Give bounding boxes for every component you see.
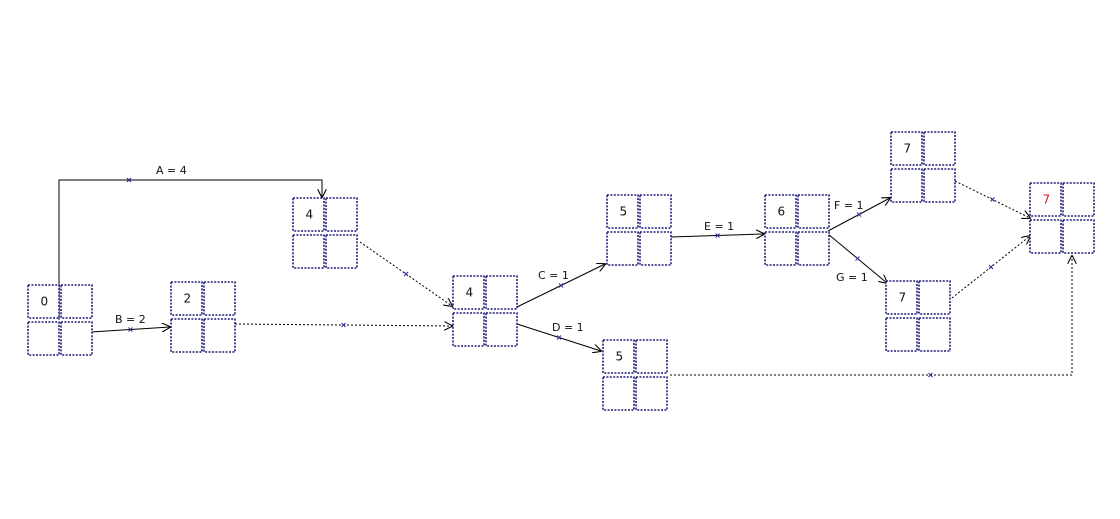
- node-n5a: 5: [606, 194, 672, 266]
- node-cell: [639, 194, 672, 229]
- activity-tick-a: [126, 177, 132, 183]
- edges-layer: A = 4 B = 2 C = 1 D = 1 E = 1 F = 1 G = 1: [58, 164, 1072, 378]
- activity-tick-d: [556, 335, 562, 340]
- node-cell-earliest: [885, 280, 918, 315]
- node-cell: [27, 321, 60, 356]
- dummy-tick: [990, 197, 995, 202]
- activity-label-a: A = 4: [156, 164, 187, 177]
- node-cell-earliest: [606, 194, 639, 229]
- node-n5b: 5: [602, 339, 668, 411]
- node-value: 4: [466, 286, 474, 300]
- node-cell-earliest: [292, 197, 325, 232]
- node-cell-earliest: [890, 131, 923, 166]
- node-cell: [918, 317, 951, 352]
- activity-tick-f: [856, 212, 862, 217]
- dummy-tick: [403, 271, 409, 277]
- node-cell: [797, 194, 830, 229]
- node-cell-earliest: [170, 281, 203, 316]
- node-cell: [203, 281, 236, 316]
- node-cell: [60, 284, 93, 319]
- node-cell: [602, 376, 635, 411]
- activity-label-c: C = 1: [538, 269, 569, 282]
- activity-tick-g: [855, 256, 860, 261]
- node-value: 7: [904, 142, 912, 156]
- node-value: 5: [616, 350, 624, 364]
- activity-label-d: D = 1: [552, 321, 584, 334]
- node-cell-earliest: [1029, 182, 1062, 217]
- activity-tick-e: [715, 233, 720, 238]
- activity-tick-b: [128, 327, 133, 332]
- node-value: 6: [778, 205, 786, 219]
- node-n2: 2: [170, 281, 236, 353]
- node-value: 7: [1043, 193, 1051, 207]
- dummy-tick: [928, 372, 933, 378]
- node-n4a: 4: [292, 197, 358, 269]
- node-n6: 6: [764, 194, 830, 266]
- node-cell-earliest: [27, 284, 60, 319]
- node-cell: [60, 321, 93, 356]
- node-cell: [890, 168, 923, 203]
- node-cell-earliest: [602, 339, 635, 374]
- node-cell: [635, 339, 668, 374]
- node-value: 2: [184, 292, 192, 306]
- dummy-arrow: [670, 256, 1072, 376]
- node-cell: [923, 131, 956, 166]
- node-cell: [885, 317, 918, 352]
- activity-arrow-a: [58, 179, 322, 320]
- node-cell: [170, 318, 203, 353]
- node-cell-earliest: [452, 275, 485, 310]
- node-cell: [639, 231, 672, 266]
- dummy-tick: [341, 322, 346, 328]
- node-cell: [203, 318, 236, 353]
- nodes-layer: 0 2 4 4 5 5 6 7 7 7: [27, 131, 1095, 411]
- node-value: 5: [620, 205, 628, 219]
- activity-label-f: F = 1: [834, 199, 864, 212]
- node-cell: [918, 280, 951, 315]
- node-cell: [797, 231, 830, 266]
- node-cell: [923, 168, 956, 203]
- activity-tick-c: [558, 283, 564, 288]
- node-value: 4: [306, 208, 314, 222]
- node-n7b: 7: [885, 280, 951, 352]
- node-n0: 0: [27, 284, 93, 356]
- node-cell: [452, 312, 485, 347]
- node-cell: [606, 231, 639, 266]
- activity-label-e: E = 1: [704, 220, 734, 233]
- node-cell: [764, 231, 797, 266]
- node-value: 7: [899, 291, 907, 305]
- node-cell: [485, 312, 518, 347]
- activity-label-g: G = 1: [836, 271, 868, 284]
- node-cell: [1029, 219, 1062, 254]
- node-cell: [485, 275, 518, 310]
- activity-label-b: B = 2: [115, 313, 146, 326]
- node-cell: [1062, 219, 1095, 254]
- dummy-tick: [988, 264, 994, 270]
- node-cell: [292, 234, 325, 269]
- node-n7end: 7: [1029, 182, 1095, 254]
- node-value: 0: [41, 295, 49, 309]
- node-cell: [635, 376, 668, 411]
- node-cell: [325, 197, 358, 232]
- node-cell-earliest: [764, 194, 797, 229]
- node-n7a: 7: [890, 131, 956, 203]
- node-cell: [1062, 182, 1095, 217]
- node-n4b: 4: [452, 275, 518, 347]
- node-cell: [325, 234, 358, 269]
